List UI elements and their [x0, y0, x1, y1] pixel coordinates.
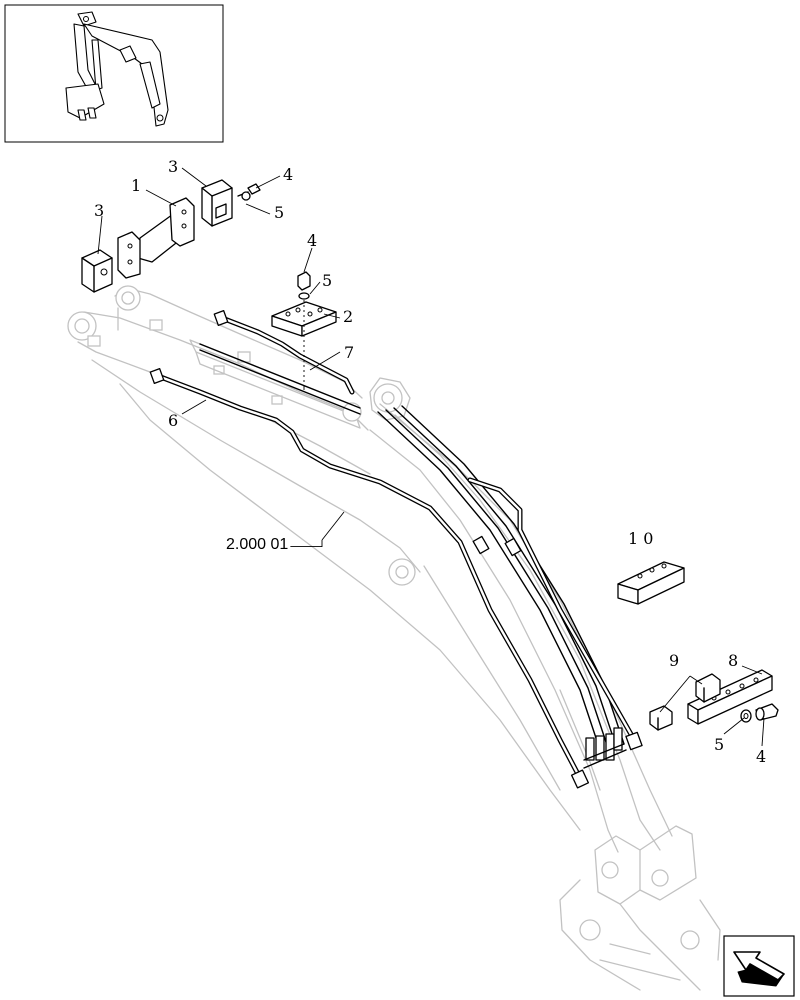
callout-5-middle: 5: [322, 271, 332, 290]
reference-label: 2.000 01: [226, 536, 288, 553]
callout-9: 9: [669, 651, 679, 670]
callout-4-bottom: 4: [756, 747, 766, 766]
pipe-6: [149, 368, 590, 789]
hose-bundle: [199, 343, 627, 769]
callout-4-top: 4: [283, 165, 293, 184]
callout-2: 2: [343, 307, 353, 326]
callout-7: 7: [344, 343, 354, 362]
boom-structure: [67, 285, 721, 991]
callout-labels: 1 3 3 4 5 4 5 2 7 6 1 0 9 8 5 4 2.000 01: [94, 157, 766, 766]
clamp-10: [617, 561, 685, 605]
clamp-plate-2: [271, 301, 337, 337]
excavator-boom-thumbnail: [4, 4, 224, 143]
clamp-half-9-lower: [649, 705, 673, 731]
callout-4-middle: 4: [307, 231, 317, 250]
bolt-4-middle: [297, 271, 311, 300]
callout-3-lower: 3: [94, 201, 104, 220]
callout-1: 1: [131, 176, 141, 195]
callout-8: 8: [728, 651, 738, 670]
next-page-arrow-icon[interactable]: [723, 935, 795, 997]
clamp-half-3-upper: [201, 179, 233, 227]
bolt-4-top: [237, 183, 261, 201]
clamp-bracket-1: [117, 197, 195, 279]
clamp-half-3-lower: [81, 249, 113, 293]
leader-lines: [97, 167, 765, 747]
callout-5-top: 5: [274, 203, 284, 222]
callout-5-bottom: 5: [714, 735, 724, 754]
callout-10: 1 0: [628, 529, 653, 548]
callout-3-upper: 3: [168, 157, 178, 176]
callout-6: 6: [168, 411, 178, 430]
reference-leader: [290, 540, 323, 547]
clamp-half-9-upper: [695, 673, 721, 703]
pipe-7: [213, 310, 643, 751]
washer-5-bottom: [740, 709, 752, 723]
bolt-4-bottom: [755, 703, 779, 721]
